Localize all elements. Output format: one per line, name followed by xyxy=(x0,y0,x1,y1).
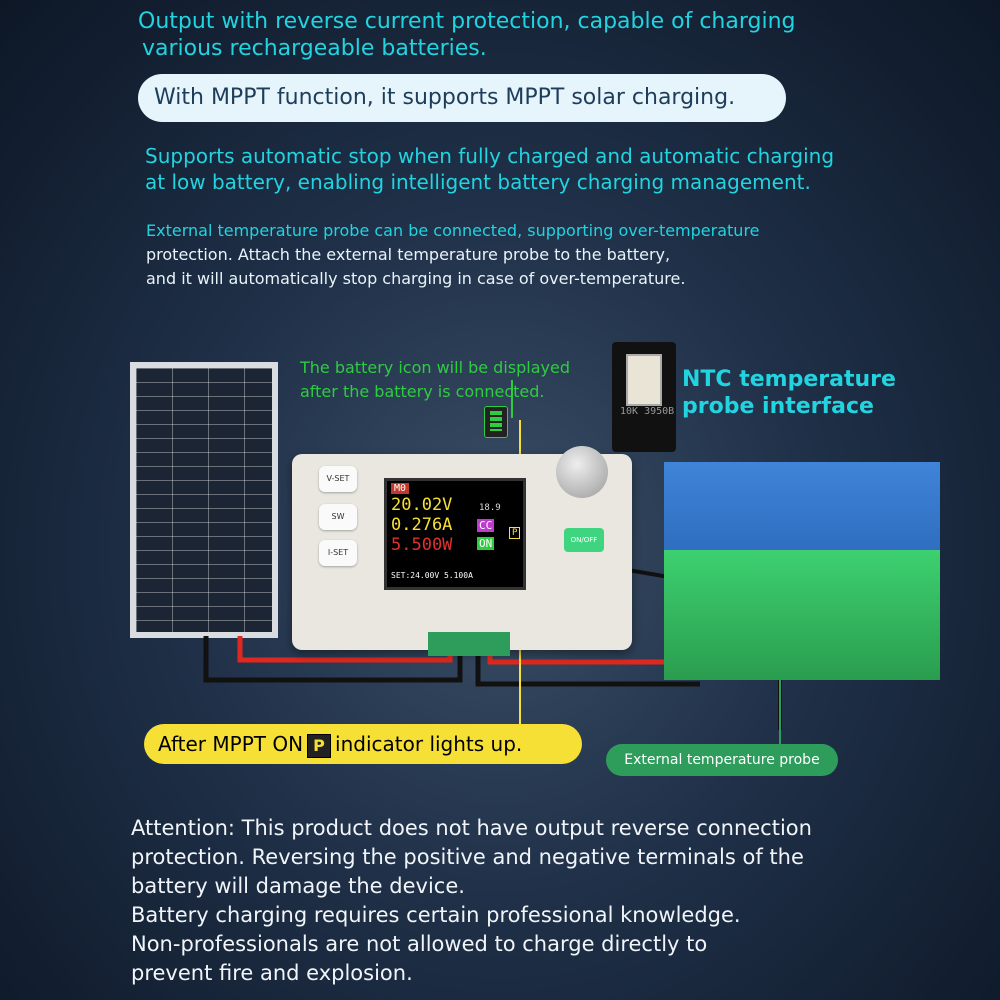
note-text: after the battery is connected. xyxy=(300,382,545,401)
feature-text: various rechargeable batteries. xyxy=(142,36,487,61)
mppt-pill: With MPPT function, it supports MPPT sol… xyxy=(138,74,786,122)
attention-line: Non-professionals are not allowed to cha… xyxy=(131,932,708,956)
ntc-text: NTC temperature xyxy=(682,367,896,392)
p-icon: P xyxy=(307,733,332,758)
feature-text: protection. Attach the external temperat… xyxy=(146,245,671,264)
temperature-probe-tag: External temperature probe xyxy=(606,744,838,776)
on-off-button[interactable]: ON/OFF xyxy=(564,528,604,552)
feature-temp-probe: External temperature probe can be connec… xyxy=(146,219,760,291)
battery-pack xyxy=(664,462,940,680)
cc-badge: CC xyxy=(477,519,495,532)
rotary-knob[interactable] xyxy=(556,446,608,498)
attention-line: prevent fire and explosion. xyxy=(131,961,413,985)
feature-auto-stop: Supports automatic stop when fully charg… xyxy=(145,143,834,195)
ntc-code: 10K 3950B xyxy=(620,406,675,417)
voltage-readout: 20.02V xyxy=(391,495,453,515)
power-readout: 5.500W xyxy=(391,535,453,555)
feature-text: External temperature probe can be connec… xyxy=(146,221,760,240)
on-badge: ON xyxy=(477,537,495,550)
feature-reverse-current: Output with reverse current protection, … xyxy=(138,8,796,62)
attention-notice: Attention: This product does not have ou… xyxy=(131,814,991,988)
attention-line: protection. Reversing the positive and n… xyxy=(131,845,804,869)
ntc-text: probe interface xyxy=(682,394,874,419)
set-readout: SET:24.00V 5.100A xyxy=(391,571,473,580)
battery-icon-note: The battery icon will be displayed after… xyxy=(300,356,570,404)
p-indicator: P xyxy=(509,527,521,539)
temp-readout: 18.9 xyxy=(479,503,501,513)
feature-text: and it will automatically stop charging … xyxy=(146,269,686,288)
ntc-connector xyxy=(626,354,662,406)
attention-line: battery will damage the device. xyxy=(131,874,465,898)
note-text: The battery icon will be displayed xyxy=(300,358,570,377)
mode-label: M0 xyxy=(391,483,410,494)
ntc-label: NTC temperature probe interface xyxy=(682,366,896,420)
terminal-block xyxy=(428,632,510,656)
attention-line: Battery charging requires certain profes… xyxy=(131,903,741,927)
i-set-button[interactable]: I-SET xyxy=(319,540,357,566)
tag-text: After MPPT ON xyxy=(158,732,304,756)
current-readout: 0.276A xyxy=(391,515,453,535)
lcd-screen: M0 20.02V 0.276A 5.500W 18.9 CC ON P SET… xyxy=(384,478,526,590)
feature-text: Output with reverse current protection, … xyxy=(138,9,796,34)
feature-text: at low battery, enabling intelligent bat… xyxy=(145,170,811,194)
battery-icon xyxy=(484,406,508,438)
feature-text: Supports automatic stop when fully charg… xyxy=(145,144,835,168)
attention-line: Attention: This product does not have ou… xyxy=(131,816,812,840)
tag-text: indicator lights up. xyxy=(335,732,523,756)
v-set-button[interactable]: V-SET xyxy=(319,466,357,492)
solar-panel xyxy=(130,362,278,638)
sw-button[interactable]: SW xyxy=(319,504,357,530)
